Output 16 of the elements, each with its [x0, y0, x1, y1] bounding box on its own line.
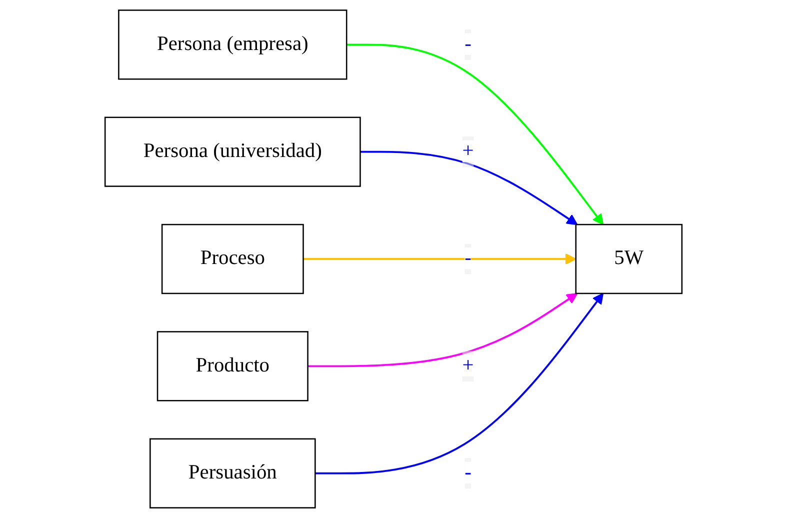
- node-box: Persona (universidad): [104, 116, 361, 187]
- node-box: Persuasión: [150, 438, 316, 508]
- edge-label: -: [464, 33, 472, 55]
- node-box: Producto: [156, 331, 308, 402]
- edge-label: +: [462, 140, 474, 162]
- node-box: Proceso: [161, 224, 304, 294]
- arrow: [346, 44, 604, 226]
- edge-label: +: [462, 354, 474, 376]
- arrow: [315, 292, 604, 474]
- node-box: Persona (empresa): [118, 10, 348, 80]
- edge-label: -: [464, 248, 472, 270]
- arrow: [308, 292, 578, 368]
- arrow: [360, 150, 578, 226]
- node-box: 5W: [575, 224, 683, 294]
- arrow: [303, 253, 576, 265]
- edge-label: -: [464, 462, 472, 484]
